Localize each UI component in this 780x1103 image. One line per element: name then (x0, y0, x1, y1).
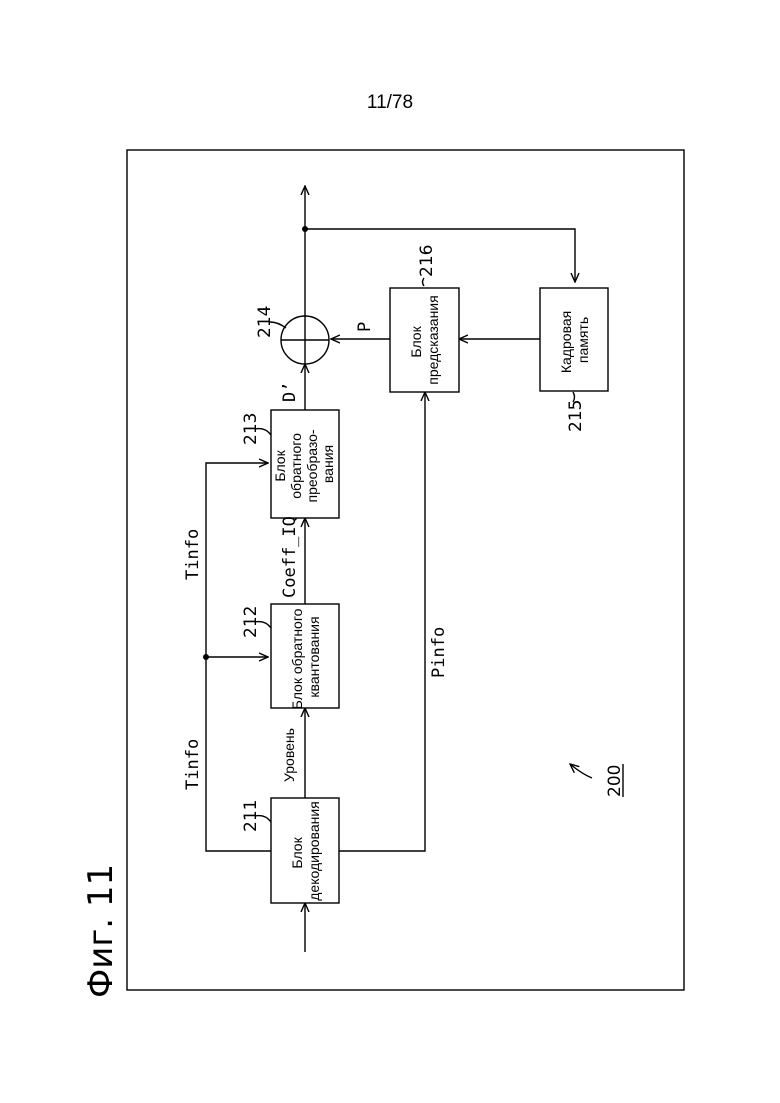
device-ref: 200 (605, 765, 625, 797)
d-prime-label: D’ (280, 382, 300, 402)
coeff-iq-label: Coeff_IQ (280, 516, 300, 598)
inverse-quantization-block-label: Блок обратного квантования (289, 605, 322, 710)
outer-frame (127, 150, 684, 990)
inverse-quantization-block (271, 604, 339, 708)
pinfo-line (339, 392, 425, 851)
tinfo-right-label: Tinfo (183, 529, 203, 580)
p-label: P (355, 322, 375, 332)
figure-label: Фиг. 11 (81, 864, 121, 998)
device-ref-arrow (570, 764, 592, 778)
frame-memory-block (540, 288, 608, 391)
ref-216-leader (423, 278, 425, 286)
ref-216: 216 (417, 245, 437, 277)
level-label: Уровень (281, 728, 297, 782)
feedback-line (305, 229, 575, 282)
tinfo-left-label: Tinfo (183, 739, 203, 790)
ref-215: 215 (566, 400, 586, 432)
pinfo-label: Pinfo (429, 627, 449, 678)
decoding-block (271, 798, 339, 903)
ref-215-leader (573, 392, 575, 402)
